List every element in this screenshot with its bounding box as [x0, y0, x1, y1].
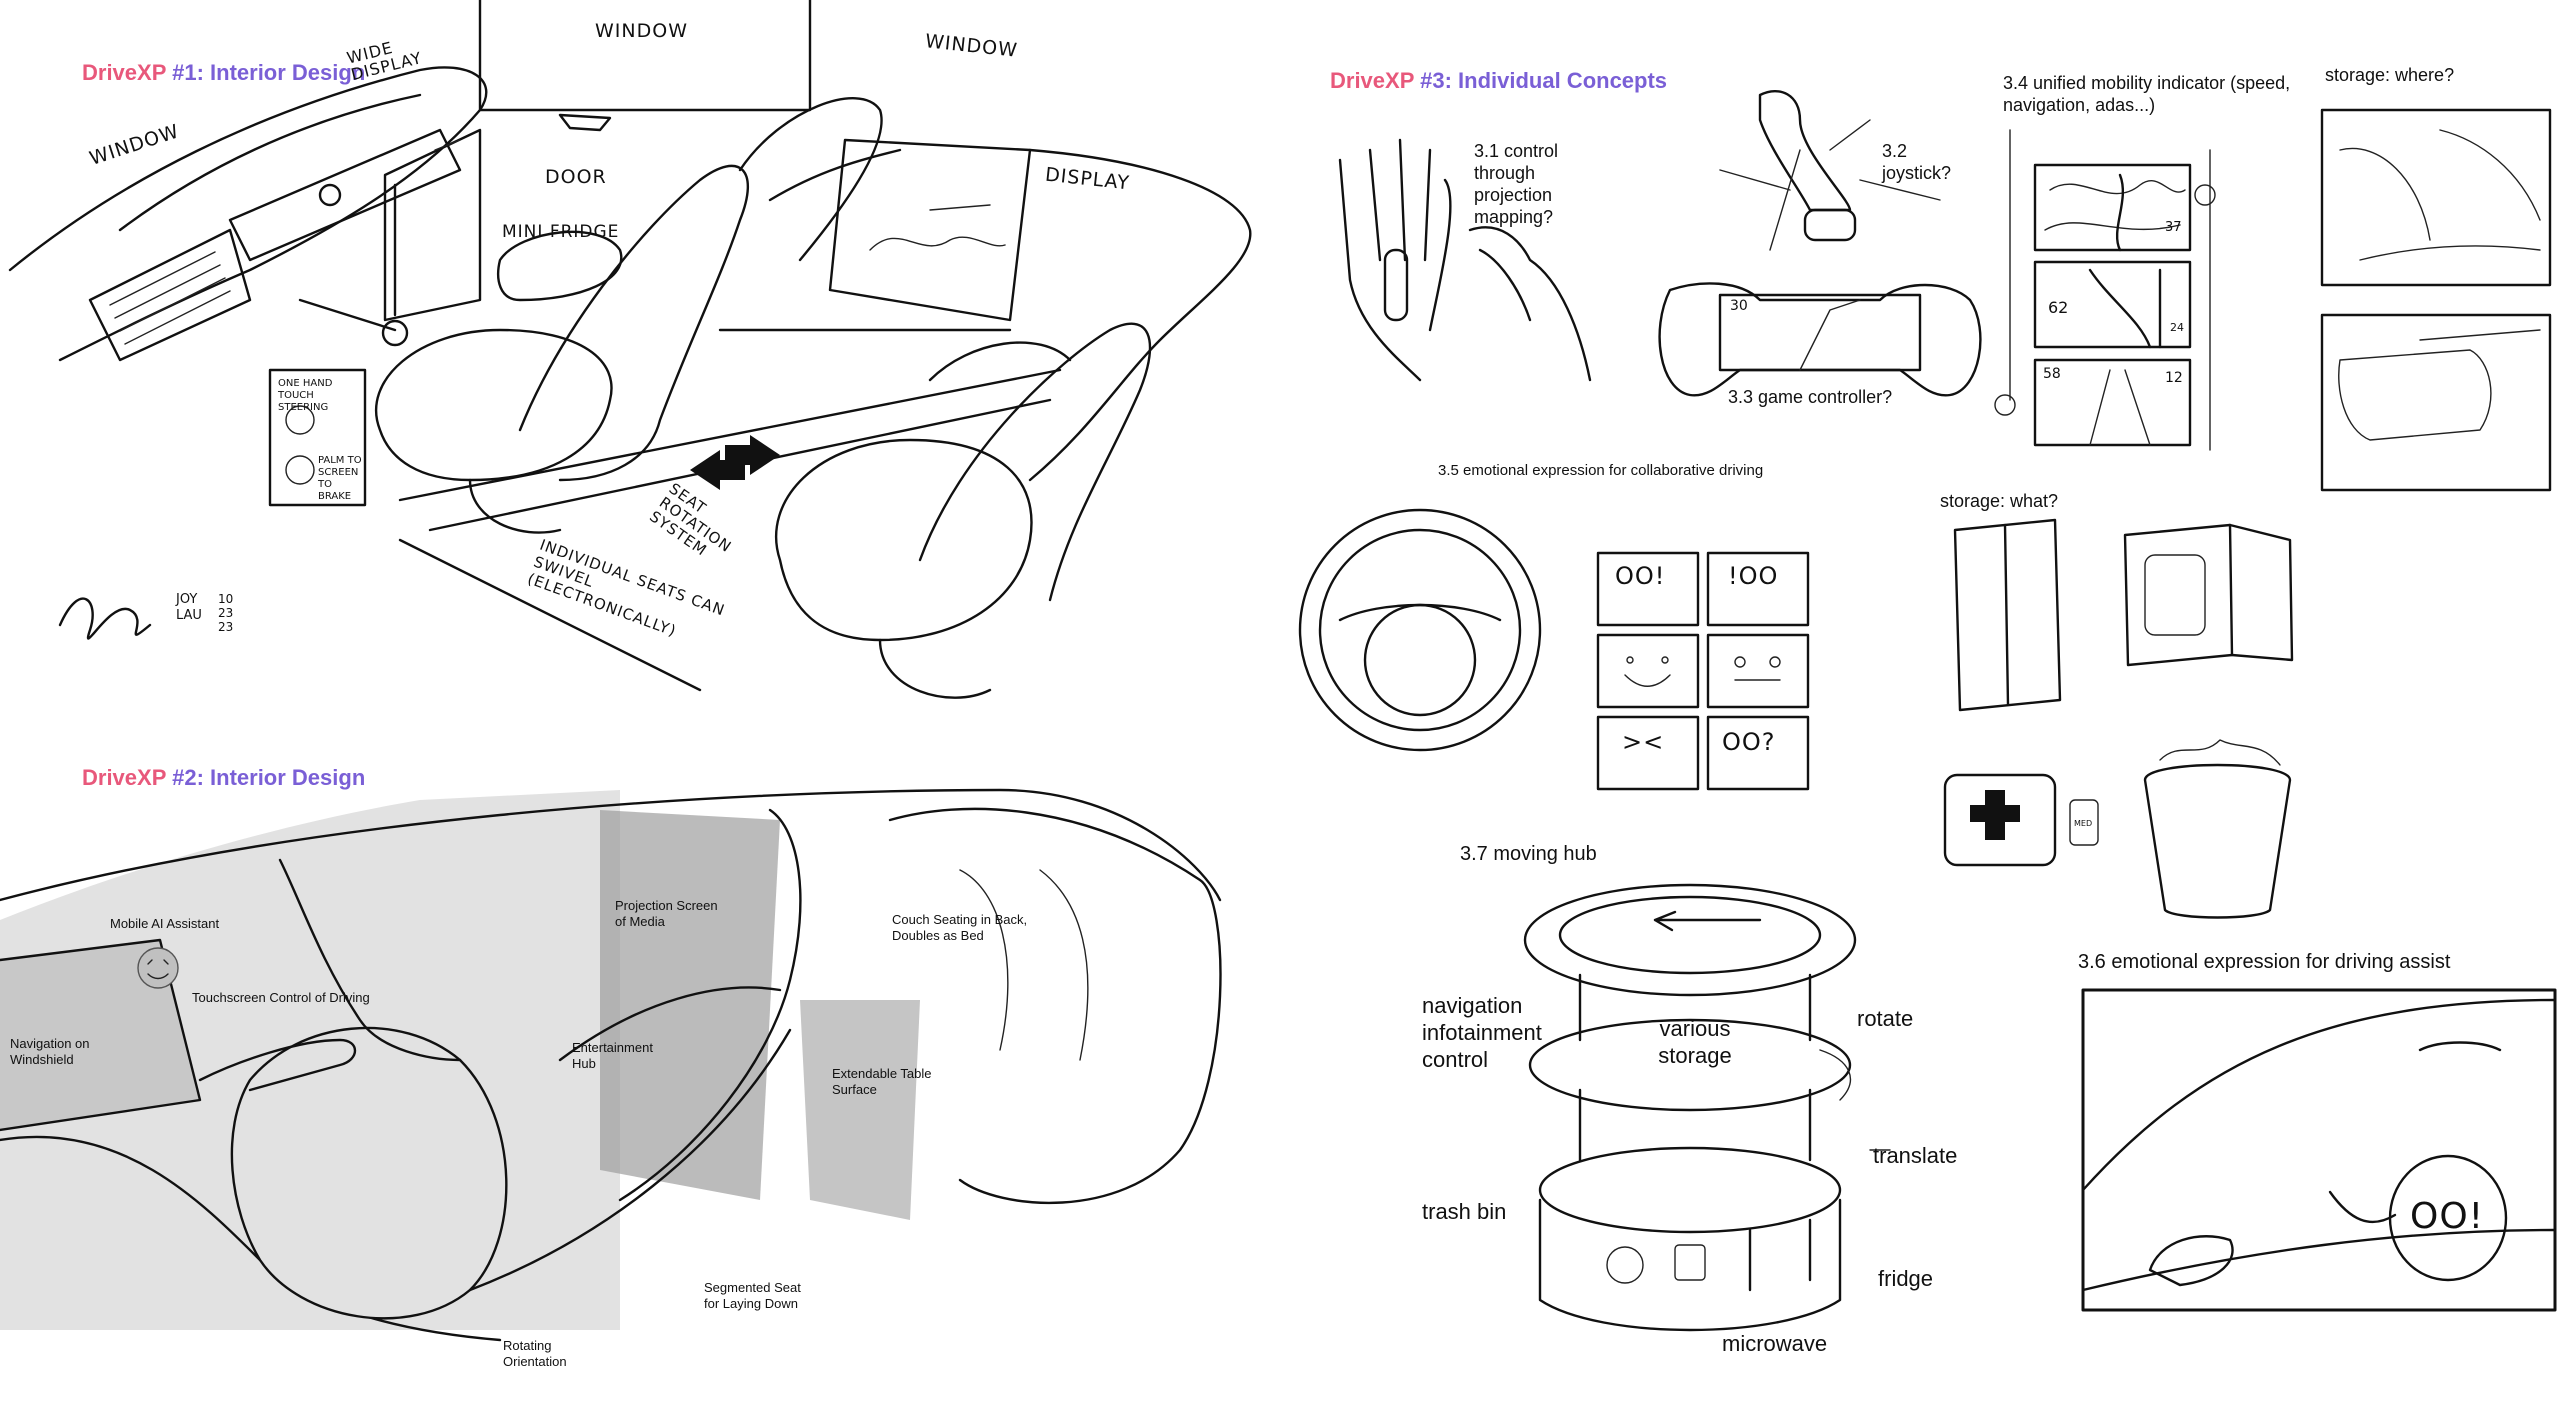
- hub-label-trash: trash bin: [1422, 1199, 1507, 1224]
- label-touchscreen: Touchscreen Control of Driving: [192, 990, 370, 1005]
- hub-label-rotate: rotate: [1857, 1006, 1914, 1031]
- panel1-heading-brand: DriveXP: [82, 60, 166, 85]
- med-bottle-label: MED: [2074, 819, 2093, 828]
- hub-label-microwave: microwave: [1722, 1331, 1828, 1356]
- label-door: DOOR: [545, 166, 607, 188]
- panel1-heading: DriveXP #1: Interior Design: [82, 60, 365, 86]
- label-concept-3-4: 3.4 unified mobility indicator (speed, n…: [2003, 73, 2291, 115]
- panel2-heading-brand: DriveXP: [82, 765, 166, 790]
- label-entertainment: Entertainment Hub: [572, 1040, 653, 1071]
- signature-name: JOY LAU: [176, 592, 202, 623]
- label-extendable: Extendable Table Surface: [832, 1066, 932, 1097]
- indicator-speed-1: 37: [2165, 220, 2182, 235]
- controller-speed: 30: [1730, 298, 1748, 314]
- face-expression-5: ><: [1622, 728, 1665, 756]
- panel2-sketch: [0, 788, 1222, 1342]
- hub-label-nav: navigation infotainment control: [1422, 993, 1542, 1072]
- label-mini-fridge: MINI FRIDGE: [502, 222, 620, 242]
- label-concept-3-3: 3.3 game controller?: [1728, 387, 1893, 407]
- panel3-heading: DriveXP #3: Individual Concepts: [1330, 68, 1667, 94]
- panel3-heading-rest: #3: Individual Concepts: [1420, 68, 1668, 93]
- signature-date: 10 23 23: [218, 592, 234, 634]
- label-mobile-ai: Mobile AI Assistant: [110, 916, 220, 931]
- panel2-heading: DriveXP #2: Interior Design: [82, 765, 365, 791]
- face-expression-2: !OO: [1728, 562, 1779, 590]
- label-rotating: Rotating Orientation: [503, 1338, 567, 1369]
- label-window-top: WINDOW: [595, 20, 688, 42]
- label-concept-3-1: 3.1 control through projection mapping?: [1474, 141, 1559, 227]
- hub-label-storage: various storage: [1658, 1016, 1732, 1068]
- panel2-heading-rest: #2: Interior Design: [172, 765, 366, 790]
- label-concept-3-2: 3.2 joystick?: [1882, 141, 1952, 183]
- inset-label-top: ONE HAND TOUCH STEERING: [278, 378, 333, 413]
- label-storage-where: storage: where?: [2325, 65, 2455, 85]
- label-segmented: Segmented Seat for Laying Down: [704, 1280, 801, 1311]
- label-concept-3-7: 3.7 moving hub: [1460, 843, 1597, 865]
- face-expression-6: OO?: [1722, 728, 1776, 756]
- panel3-heading-brand: DriveXP: [1330, 68, 1414, 93]
- panel3-sketch: [1298, 90, 2557, 1332]
- indicator-speed-3: 58: [2043, 366, 2061, 382]
- panel1-heading-rest: #1: Interior Design: [172, 60, 366, 85]
- label-projection: Projection Screen of Media: [615, 898, 718, 929]
- face-expression-1: OO!: [1615, 562, 1666, 590]
- label-concept-3-5: 3.5 emotional expression for collaborati…: [1438, 462, 1764, 479]
- inset-label-bottom: PALM TO SCREEN TO BRAKE: [318, 455, 362, 502]
- indicator-speed-4: 12: [2165, 370, 2183, 386]
- label-navigation: Navigation on Windshield: [10, 1036, 90, 1067]
- hub-label-fridge: fridge: [1878, 1266, 1934, 1291]
- hub-label-translate: translate: [1873, 1143, 1958, 1168]
- indicator-speed-5: 24: [2170, 321, 2184, 334]
- label-couch: Couch Seating in Back, Doubles as Bed: [892, 912, 1028, 943]
- label-concept-3-6: 3.6 emotional expression for driving ass…: [2078, 951, 2451, 973]
- indicator-speed-2: 62: [2048, 298, 2069, 317]
- balloon-face-text: OO!: [2410, 1196, 2485, 1237]
- label-storage-what: storage: what?: [1940, 491, 2059, 511]
- panel1-sketch: [8, 0, 1252, 699]
